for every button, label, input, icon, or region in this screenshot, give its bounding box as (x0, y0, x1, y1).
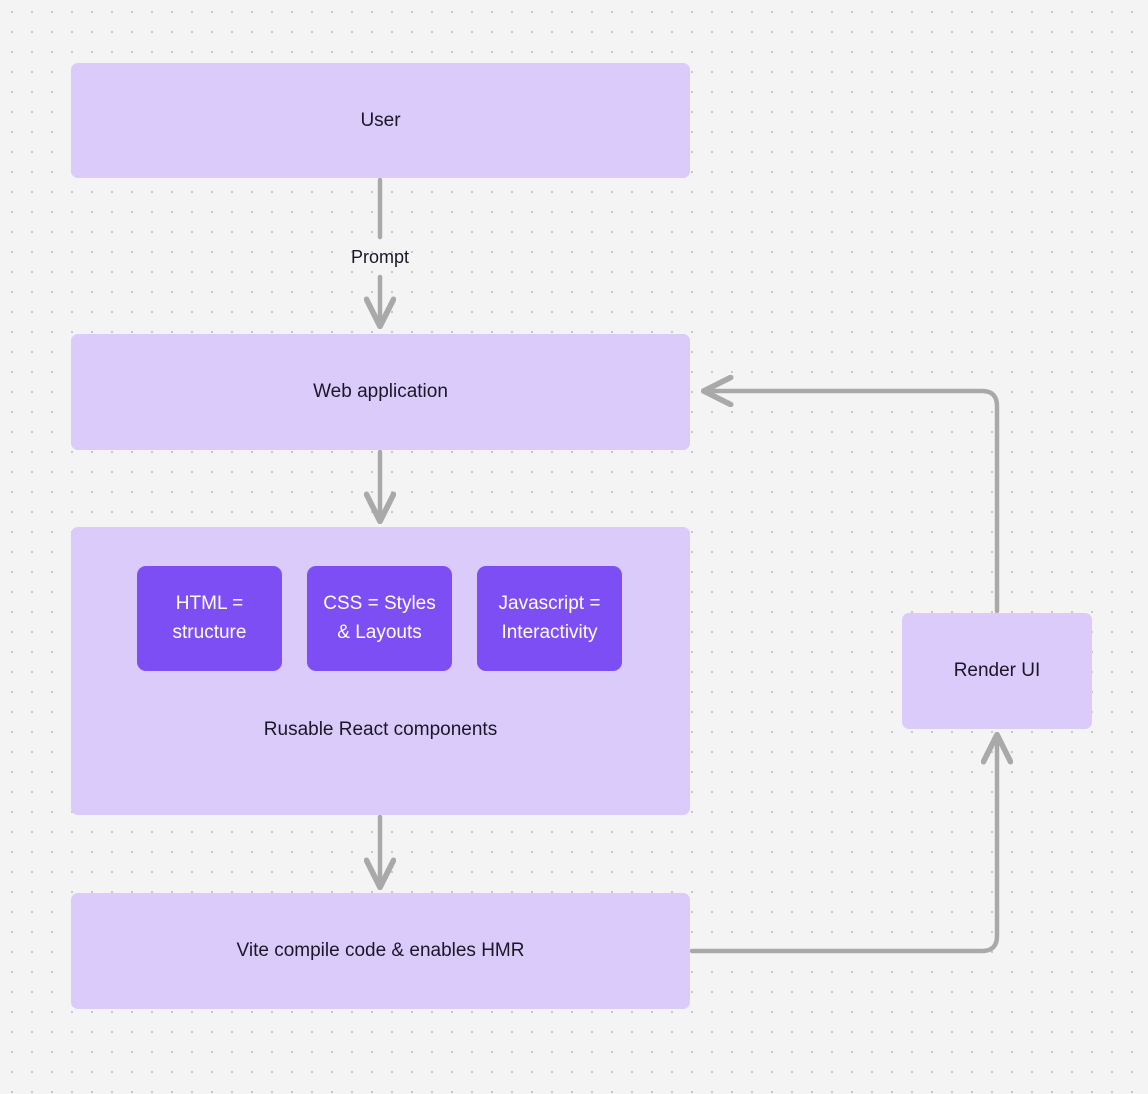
node-javascript[interactable]: Javascript = Interactivity (477, 566, 622, 671)
node-javascript-label-line2: Interactivity (501, 621, 598, 643)
node-web-application[interactable]: Web application (71, 334, 690, 450)
node-user[interactable]: User (71, 63, 690, 178)
node-javascript-label-line1: Javascript = (498, 593, 601, 614)
node-css-label-line2: & Layouts (337, 621, 422, 643)
node-html-label-line2: structure (172, 621, 247, 643)
edge-label-prompt: Prompt (350, 246, 410, 267)
node-components-group-label: Rusable React components (263, 719, 498, 740)
node-vite-label: Vite compile code & enables HMR (236, 940, 525, 962)
node-html[interactable]: HTML = structure (137, 566, 282, 671)
edge-render-ui-to-web-application (705, 391, 1000, 614)
node-web-application-label: Web application (313, 381, 448, 403)
node-html-label: HTML = structure (173, 590, 247, 647)
node-user-label: User (360, 109, 401, 131)
node-html-label-line1: HTML = (175, 593, 244, 614)
node-render-ui[interactable]: Render UI (902, 613, 1092, 729)
node-css-label-line1: CSS = Styles (323, 593, 436, 614)
node-render-ui-label: Render UI (953, 660, 1041, 682)
node-javascript-label: Javascript = Interactivity (499, 590, 601, 647)
edge-vite-to-render-ui (689, 736, 997, 954)
node-vite[interactable]: Vite compile code & enables HMR (71, 893, 690, 1009)
node-css[interactable]: CSS = Styles & Layouts (307, 566, 452, 671)
node-css-label: CSS = Styles & Layouts (323, 590, 435, 647)
